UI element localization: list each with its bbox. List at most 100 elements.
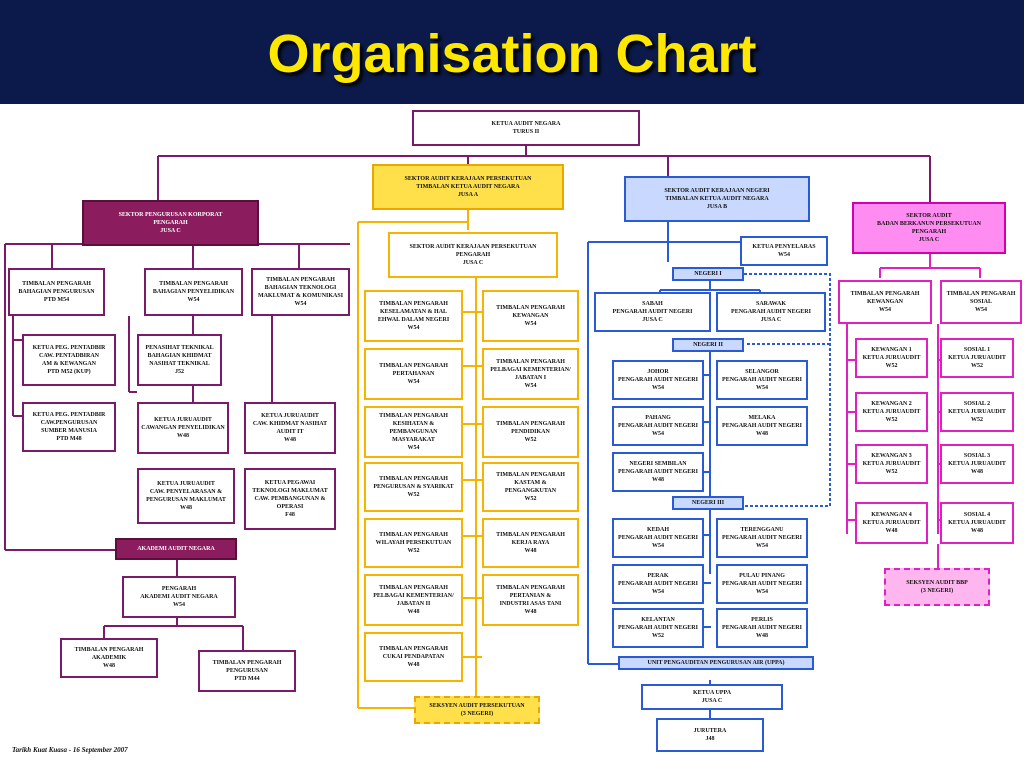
box-text-line: TIMBALAN PENGARAH	[496, 305, 565, 311]
box-text-line: KETUA PEGAWAI	[264, 480, 316, 486]
box-text-line: PERTAHANAN	[392, 371, 435, 377]
box-text-line: PAHANG	[645, 415, 671, 421]
box-text-line: TIMBALAN PENGARAH	[496, 421, 565, 427]
box-text-line: KEWANGAN 4	[871, 512, 912, 518]
box-text-line: PENGARAH AUDIT NEGERI	[618, 377, 698, 383]
box-text-line: W54	[294, 301, 307, 307]
box-text-line: CAW. PEMBANGUNAN &	[254, 496, 326, 502]
box-text-line: PULAU PINANG	[739, 573, 785, 579]
effective-date-note: Tarikh Kuat Kuasa - 16 September 2007	[12, 746, 128, 754]
box-text-line: W54	[173, 602, 185, 608]
box-text-line: KETUA JURUAUDIT	[948, 520, 1006, 526]
box-text-line: W48	[407, 662, 420, 668]
box-text-line: PENGARAH AUDIT NEGERI	[618, 535, 698, 541]
box-text-line: TIMBALAN PENGARAH	[22, 281, 91, 287]
box-text-line: W52	[524, 496, 537, 502]
box-text-line: SOSIAL 4	[963, 512, 991, 518]
box-text-line: W48	[885, 528, 898, 534]
box-text-line: W54	[756, 385, 768, 391]
box-text-line: PENASIHAT TEKNIKAL	[145, 345, 214, 351]
box-text-line: W52	[971, 363, 983, 369]
box-text-line: PENDIDIKAN	[511, 429, 550, 435]
box-text-line: MAKLUMAT & KOMUNIKASI	[257, 293, 344, 299]
sektor-negeri-box: SEKTOR AUDIT KERAJAAN NEGERI TIMBALAN KET…	[624, 176, 810, 222]
box-text-line: W52	[524, 437, 537, 443]
box-text-line: W48	[407, 609, 420, 615]
box-text-line: W48	[103, 663, 115, 669]
box-text-line: SOSIAL 3	[963, 453, 991, 459]
box-text-line: TIMBALAN PENGARAH	[159, 281, 228, 287]
box-text-line: PELBAGAI KEMENTERIAN/	[490, 367, 571, 373]
box-text-line: W54	[524, 383, 537, 389]
box-text-line: CAWANGAN PENYELIDIKAN	[141, 425, 225, 431]
box-text-line: W52	[885, 363, 898, 369]
box-text-line: KEWANGAN 3	[871, 453, 912, 459]
box-text-line: SARAWAK	[755, 301, 786, 307]
box-text-line: PENGARAH	[455, 252, 491, 258]
box-text-line: W48	[756, 431, 768, 437]
box-text-line: KETUA PEG. PENTADBIR	[32, 345, 106, 351]
box-text-line: KETUA UPPA	[692, 690, 732, 696]
box-text-line: BAHAGIAN PENYELIDIKAN	[152, 289, 235, 295]
box-text-line: TIMBALAN PENGARAH	[850, 291, 920, 297]
box-text-line: TIMBALAN PENGARAH	[946, 291, 1016, 297]
box-text-line: MELAKA	[748, 415, 776, 421]
box-text-line: NEGERI II	[693, 342, 723, 348]
box-text-line: JUSA C	[642, 317, 663, 323]
negeri-i-label: NEGERI I	[672, 267, 744, 281]
box-text-line: W48	[180, 505, 192, 511]
box-text-line: PENGARAH AUDIT NEGERI	[618, 625, 698, 631]
box-text-line: W54	[407, 445, 420, 451]
box-text-line: W54	[778, 252, 790, 258]
box-text-line: PELBAGAI KEMENTERIAN/	[373, 593, 454, 599]
box-text-line: PENGARAH AUDIT NEGERI	[722, 377, 802, 383]
box-text-line: JUSA A	[457, 192, 479, 198]
box-text-line: TIMBALAN KETUA AUDIT NEGARA	[665, 196, 769, 202]
box-text-line: KEWANGAN 1	[871, 347, 912, 353]
box-text-line: KETUA JURUAUDIT	[862, 355, 921, 361]
box-text-line: UNIT PENGAUDITAN PENGURUSAN AIR (UPPA)	[647, 660, 785, 666]
box-text-line: KESELAMATAN & HAL	[379, 309, 448, 315]
box-text-line: OPERASI	[276, 504, 304, 510]
box-text-line: KETUA JURUAUDIT	[948, 461, 1006, 467]
box-text-line: KETUA JURUAUDIT	[862, 409, 921, 415]
negeri-uppa-label: UNIT PENGAUDITAN PENGURUSAN AIR (UPPA)	[618, 656, 814, 670]
box-text-line: JUSA C	[462, 260, 484, 266]
box-text-line: W52	[652, 633, 664, 639]
box-text-line: KETUA JURUAUDIT	[862, 461, 921, 467]
box-text-line: W54	[652, 543, 664, 549]
box-text-line: SEKTOR AUDIT KERAJAAN NEGERI	[664, 188, 770, 194]
box-text-line: PENGARAH AUDIT NEGERI	[618, 423, 698, 429]
box-text-line: KERJA RAYA	[511, 540, 550, 546]
box-text-line: W54	[407, 379, 420, 385]
box-text-line: W54	[879, 307, 891, 313]
box-text-line: NASIHAT TEKNIKAL	[149, 361, 210, 367]
box-text-line: SOSIAL 1	[963, 347, 991, 353]
box-text-line: W48	[524, 609, 537, 615]
box-text-line: PENGARAH	[161, 586, 197, 592]
box-text-line: KEWANGAN	[512, 313, 549, 319]
box-text-line: TIMBALAN PENGARAH	[212, 660, 282, 666]
box-text-line: CAW. KHIDMAT NASIHAT	[252, 421, 328, 427]
box-text-line: TIMBALAN PENGARAH	[379, 646, 448, 652]
